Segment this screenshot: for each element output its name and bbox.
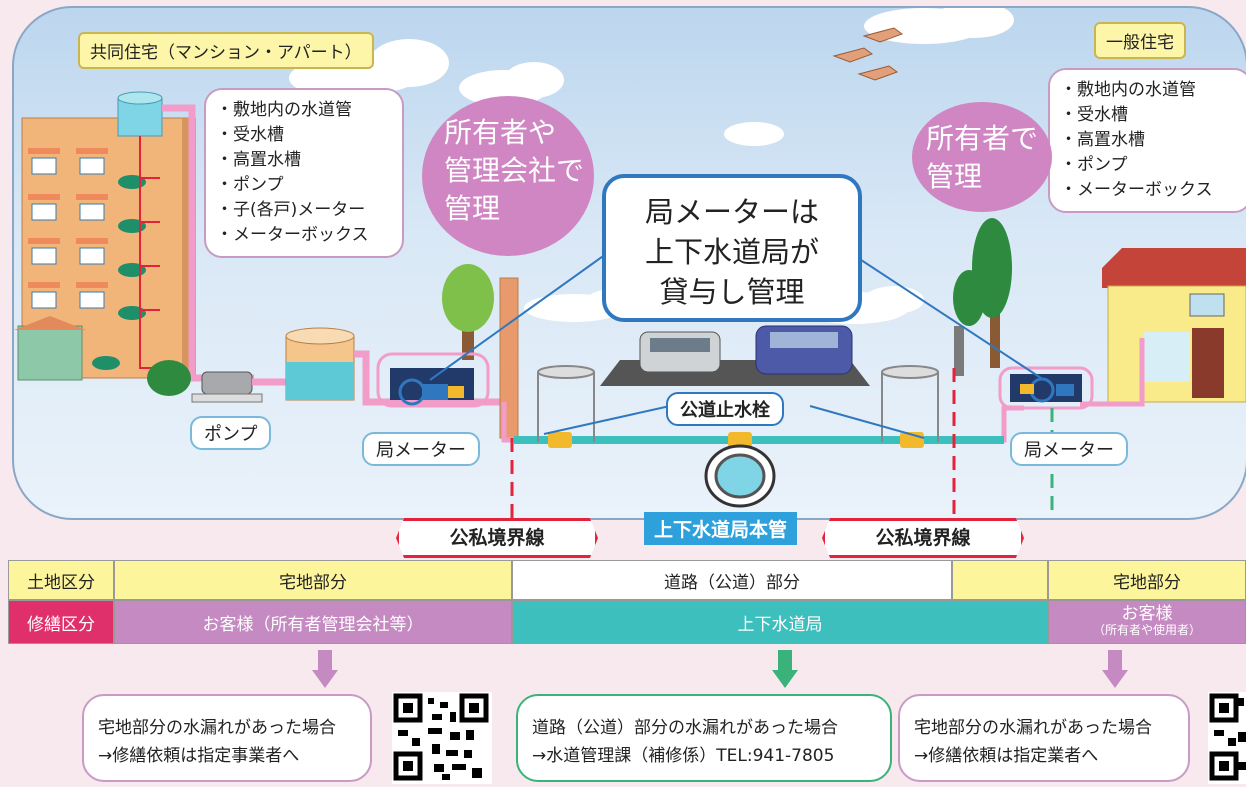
center-box-line: 上下水道局が	[644, 235, 819, 269]
arrow-down-icon	[312, 650, 338, 688]
box-line: 道路（公道）部分の水漏れがあった場合	[532, 718, 838, 738]
list-item: ・ポンプ	[1060, 155, 1128, 175]
owner-manages-bubble-right: 所有者で 管理	[912, 102, 1052, 212]
row-header: 土地区分	[8, 560, 114, 600]
arrow-down-icon	[772, 650, 798, 688]
center-box-line: 貸与し管理	[659, 275, 805, 309]
box-line: 宅地部分の水漏れがあった場合	[914, 718, 1152, 738]
road-leak-box: 道路（公道）部分の水漏れがあった場合 →水道管理課（補修係）TEL:941-78…	[516, 694, 892, 782]
pump-label: ポンプ	[190, 416, 272, 450]
bubble-line: 管理会社で	[444, 154, 585, 187]
list-item: ・メーターボックス	[1060, 180, 1213, 200]
apartment-building-icon	[14, 117, 196, 381]
meter-box-right	[998, 366, 1094, 410]
cell-line: お客様	[1121, 604, 1173, 624]
apartment-items-list: ・敷地内の水道管 ・受水槽 ・高置水槽 ・ポンプ ・子(各戸)メーター ・メータ…	[204, 88, 404, 258]
list-item: ・敷地内の水道管	[216, 100, 352, 120]
list-item: ・高置水槽	[216, 150, 301, 170]
receiving-tank-icon	[285, 327, 355, 401]
table-cell: 宅地部分	[114, 560, 512, 600]
table-cell: 宅地部分	[1048, 560, 1246, 600]
private-leak-box-left: 宅地部分の水漏れがあった場合 →修繕依頼は指定事業者へ	[82, 694, 372, 782]
meter-lent-by-bureau-box: 局メーターは 上下水道局が 貸与し管理	[602, 174, 862, 322]
list-item: ・ポンプ	[216, 175, 284, 195]
list-item: ・子(各戸)メーター	[216, 200, 366, 220]
land-category-row: 土地区分 宅地部分 道路（公道）部分 宅地部分	[8, 560, 1246, 600]
meter-box-left	[376, 352, 490, 408]
house-label: 一般住宅	[1094, 22, 1186, 59]
center-box-line: 局メーターは	[644, 195, 819, 229]
list-item: ・受水槽	[1060, 105, 1128, 125]
repair-category-row: 修繕区分 お客様（所有者管理会社等） 上下水道局 お客様 （所有者や使用者）	[8, 600, 1246, 644]
car-icon	[639, 325, 853, 375]
house-items-list: ・敷地内の水道管 ・受水槽 ・高置水槽 ・ポンプ ・メーターボックス	[1048, 68, 1246, 213]
house-icon	[1102, 248, 1246, 403]
elevated-tank-icon	[117, 91, 163, 137]
box-line: 宅地部分の水漏れがあった場合	[98, 718, 336, 738]
tree-icon	[442, 264, 494, 360]
arrow-down-icon	[1102, 650, 1128, 688]
main-pipe-icon	[704, 444, 776, 508]
main-pipe-label: 上下水道局本管	[644, 512, 798, 545]
meter-label-left: 局メーター	[362, 432, 480, 466]
tree-icon	[953, 218, 1012, 368]
owner-manages-bubble-left: 所有者や 管理会社で 管理	[422, 96, 594, 256]
list-item: ・メーターボックス	[216, 225, 369, 245]
water-supply-scene: 共同住宅（マンション・アパート） 一般住宅 ・敷地内の水道管 ・受水槽 ・高置水…	[12, 6, 1246, 520]
list-item: ・敷地内の水道管	[1060, 80, 1196, 100]
box-line: →水道管理課（補修係）TEL:941-7805	[532, 746, 835, 766]
meter-label-right: 局メーター	[1010, 432, 1128, 466]
table-cell: 上下水道局	[512, 600, 1048, 644]
cell-line: （所有者や使用者）	[1092, 623, 1201, 637]
table-cell: お客様（所有者管理会社等）	[114, 600, 512, 644]
box-line: →修繕依頼は指定業者へ	[914, 746, 1099, 766]
list-item: ・高置水槽	[1060, 130, 1145, 150]
table-cell: お客様 （所有者や使用者）	[1048, 600, 1246, 644]
qr-code-icon[interactable]	[1208, 692, 1246, 784]
private-leak-box-right: 宅地部分の水漏れがあった場合 →修繕依頼は指定業者へ	[898, 694, 1190, 782]
boundary-label-left: 公私境界線	[396, 518, 598, 558]
table-cell-spacer	[952, 560, 1048, 600]
bird-icon	[832, 27, 904, 81]
qr-code-icon[interactable]	[392, 692, 492, 784]
list-item: ・受水槽	[216, 125, 284, 145]
boundary-label-right: 公私境界線	[822, 518, 1024, 558]
apartment-label: 共同住宅（マンション・アパート）	[78, 32, 374, 69]
bubble-line: 所有者や	[444, 116, 557, 149]
bubble-line: 所有者で	[926, 122, 1039, 155]
box-line: →修繕依頼は指定事業者へ	[98, 746, 300, 766]
table-cell: 道路（公道）部分	[512, 560, 952, 600]
bubble-line: 管理	[926, 160, 983, 193]
stop-valve-label: 公道止水栓	[666, 392, 784, 426]
bubble-line: 管理	[444, 192, 501, 225]
row-header: 修繕区分	[8, 600, 114, 644]
pump-icon	[191, 371, 263, 403]
